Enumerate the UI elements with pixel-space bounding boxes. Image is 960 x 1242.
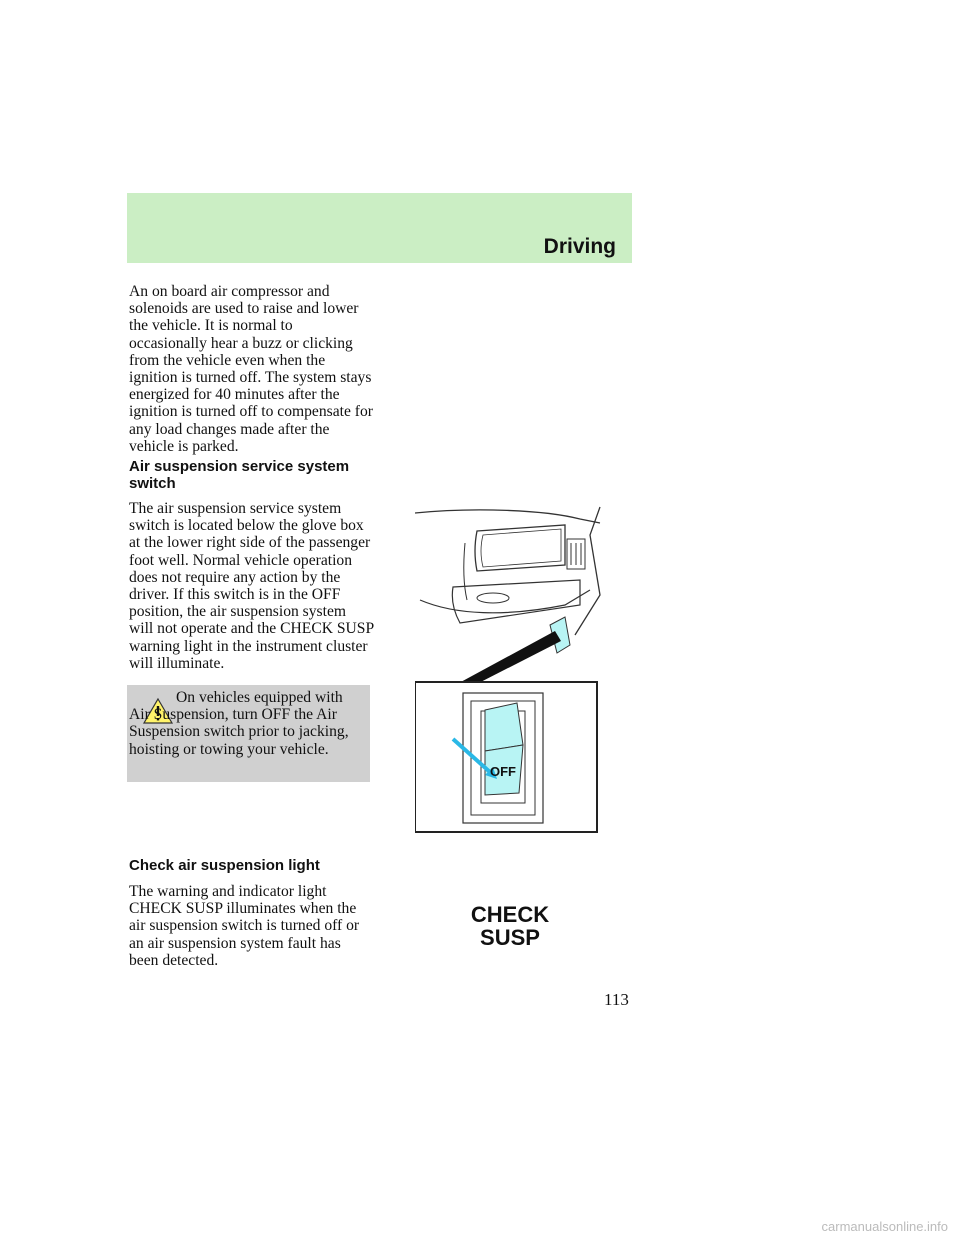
- intro-paragraph: An on board air compressor and solenoids…: [129, 283, 373, 455]
- indicator-line-1: CHECK: [470, 902, 550, 927]
- switch-paragraph: The air suspension service system switch…: [129, 500, 374, 672]
- check-susp-indicator: CHECK SUSP: [460, 903, 560, 949]
- indicator-line-2: SUSP: [480, 925, 540, 950]
- intro-text-block: An on board air compressor and solenoids…: [129, 283, 374, 455]
- caution-text: On vehicles equipped with Air Suspension…: [129, 689, 349, 758]
- page-number: 113: [604, 990, 629, 1009]
- switch-heading: Air suspension service system switch: [129, 458, 350, 492]
- switch-location-illustration: OFF: [415, 506, 601, 833]
- light-paragraph: The warning and indicator light CHECK SU…: [129, 883, 360, 969]
- light-section: Check air suspension light The warning a…: [129, 857, 374, 969]
- light-heading: Check air suspension light: [129, 857, 320, 874]
- switch-section: Air suspension service system switch The…: [129, 458, 374, 672]
- watermark: carmanualsonline.info: [821, 1219, 948, 1234]
- caution-box: On vehicles equipped with Air Suspension…: [127, 685, 370, 782]
- warning-triangle-icon: [142, 697, 174, 724]
- section-title: Driving: [543, 235, 616, 258]
- section-header-band: Driving: [127, 193, 632, 263]
- switch-off-label: OFF: [490, 764, 516, 779]
